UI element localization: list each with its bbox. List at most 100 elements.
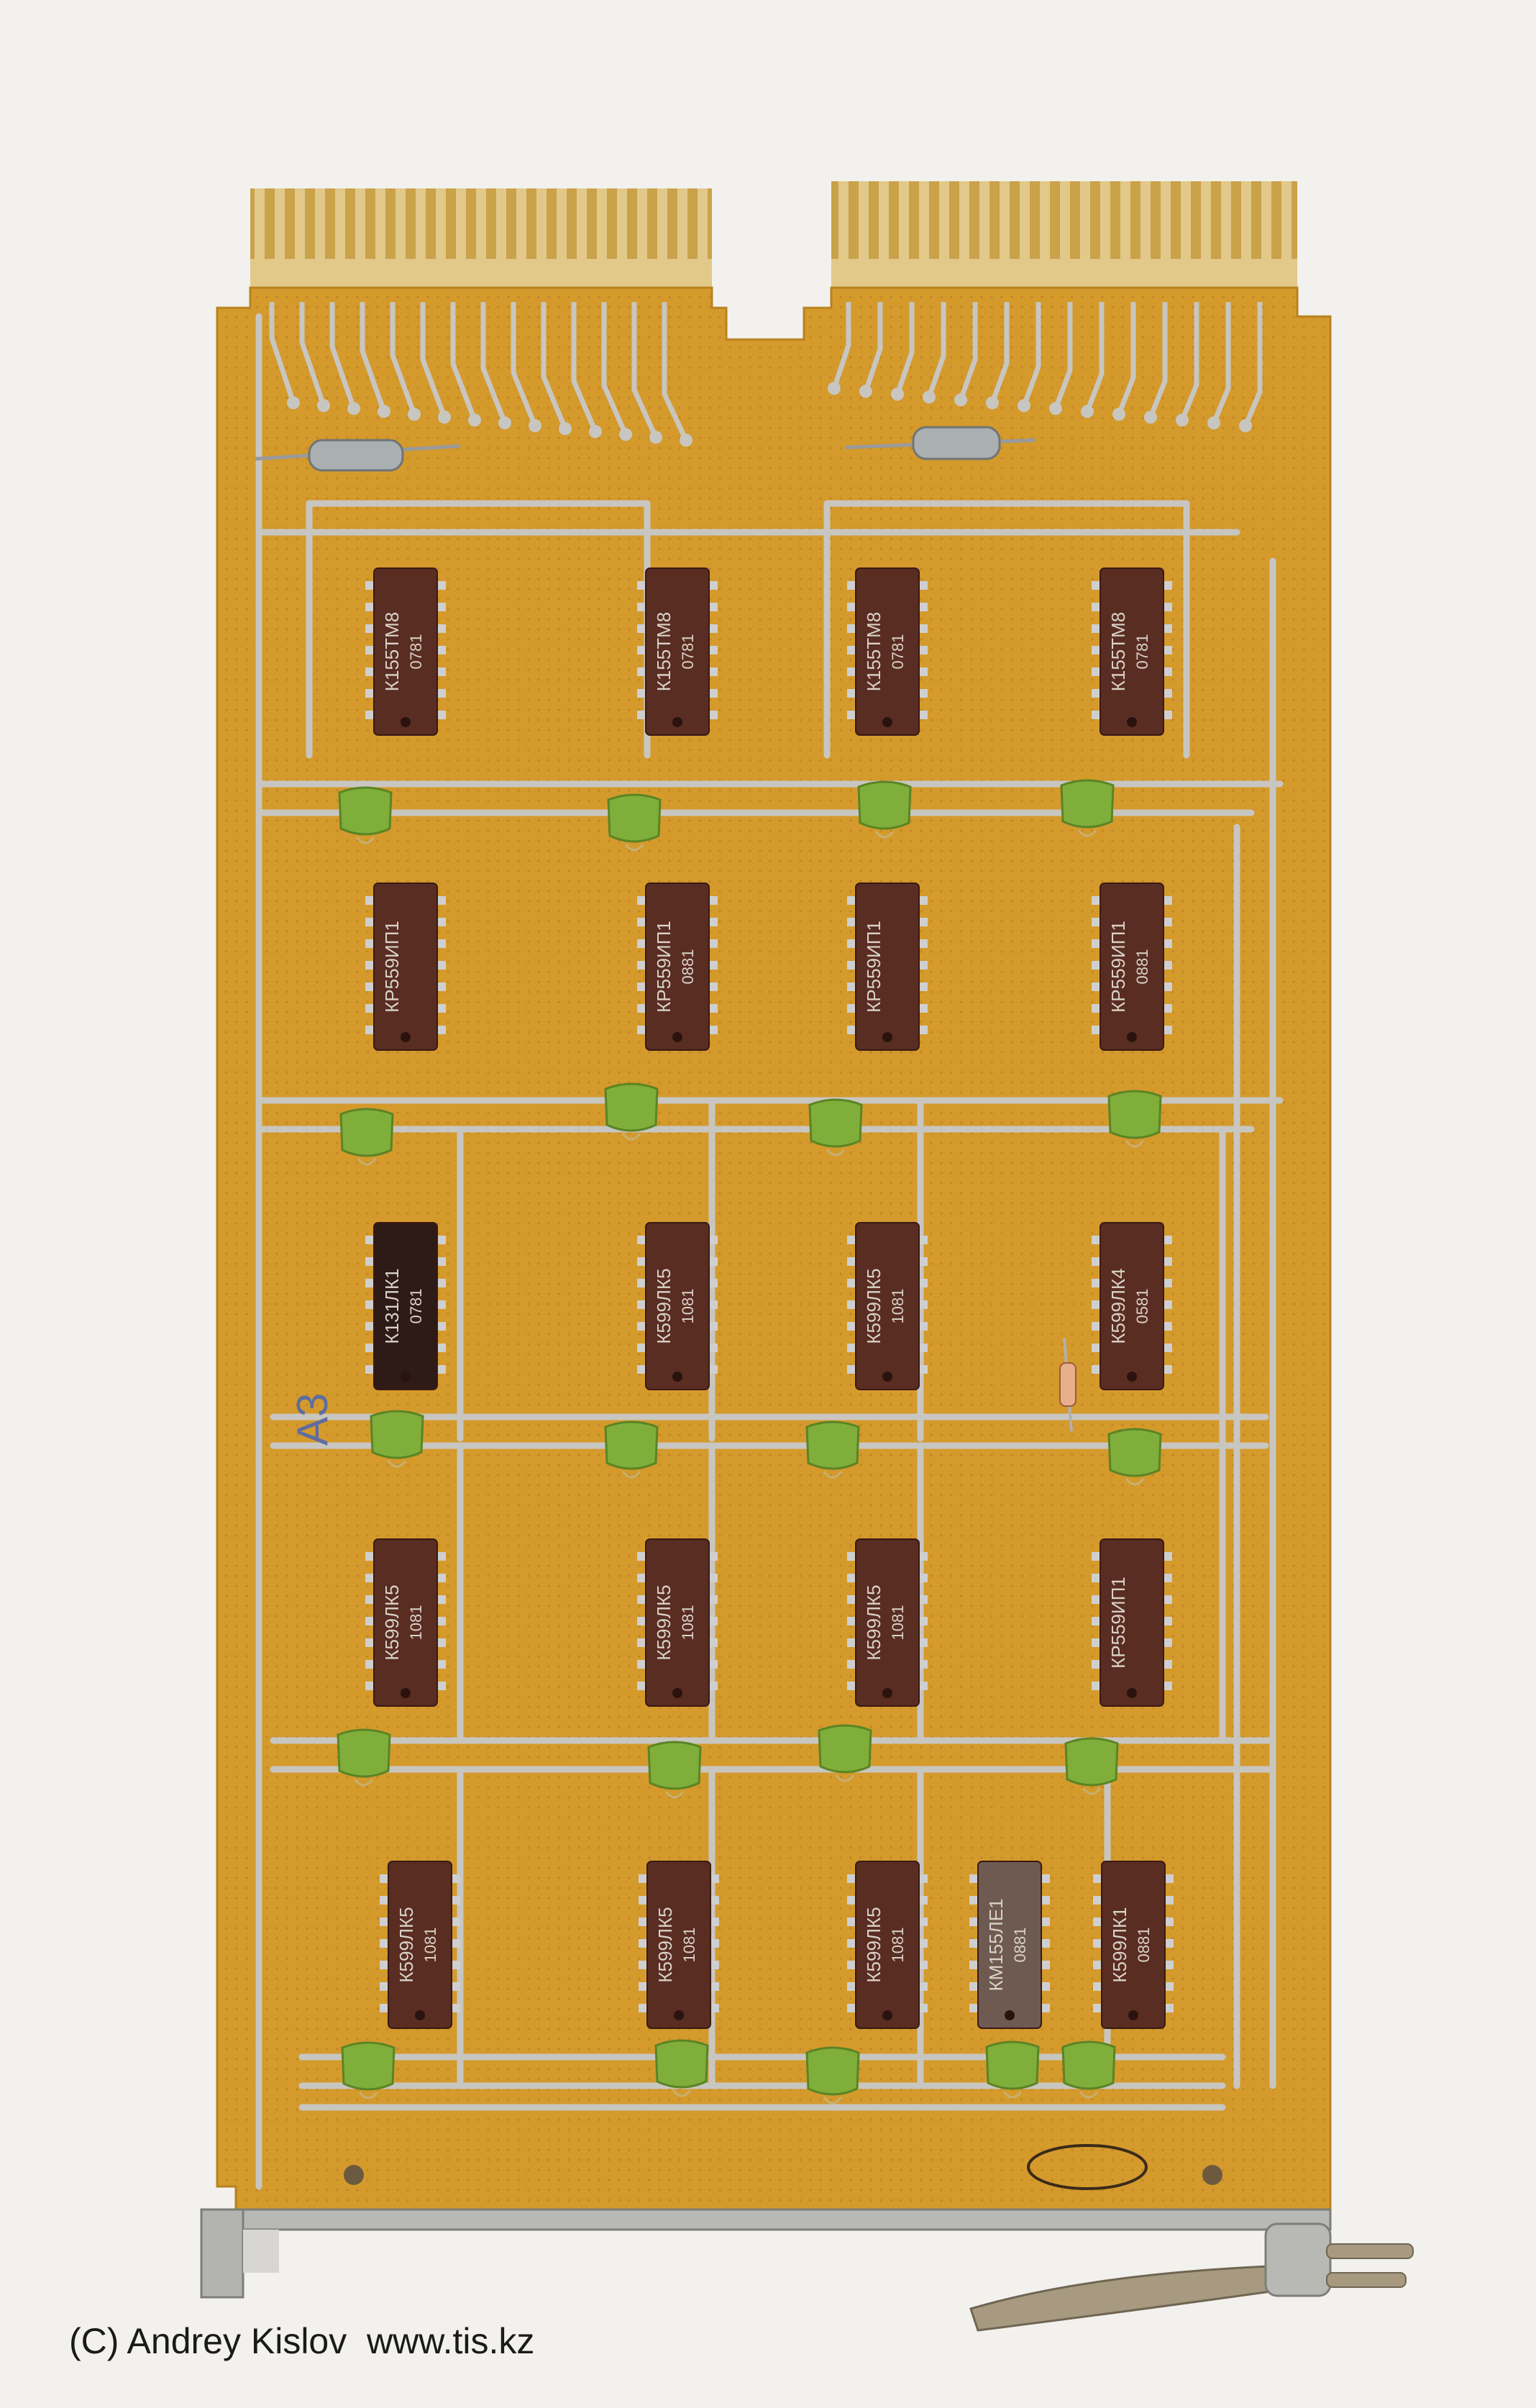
chip-pin (637, 1595, 647, 1604)
chip-pin (637, 1236, 647, 1244)
chip-pin (708, 667, 718, 676)
chip-pin (380, 1982, 390, 1991)
chip-notch (1127, 1032, 1137, 1042)
chip-pin (1092, 1322, 1102, 1331)
chip-body (1100, 567, 1164, 736)
chip-marking: К155ТМ8 (863, 612, 884, 692)
chip-pin (1092, 1257, 1102, 1266)
chip-pin (918, 689, 928, 698)
chip-pin (847, 1322, 857, 1331)
via-pad (649, 431, 662, 444)
ejector-handle (969, 2222, 1414, 2332)
chip-pin (365, 1322, 375, 1331)
chip-pin (1162, 624, 1172, 633)
chip-pin (380, 1917, 390, 1926)
chip-pin (436, 918, 446, 926)
chip-pin (365, 1279, 375, 1287)
chip-pin (365, 581, 375, 590)
trace (269, 302, 296, 404)
trace (1084, 302, 1105, 413)
chip-pin (1092, 1236, 1102, 1244)
chip-notch (672, 1032, 682, 1042)
chip-pin (637, 961, 647, 970)
chip-pin (969, 1896, 979, 1905)
chip-pin (436, 1617, 446, 1625)
chip-pin (1093, 1874, 1103, 1883)
chip-pin (637, 1279, 647, 1287)
chip-pin (1164, 1917, 1174, 1926)
chip-pin (1162, 1552, 1172, 1561)
via-pad (317, 399, 330, 412)
chip-pin (637, 1026, 647, 1034)
chip-pin (847, 1300, 857, 1309)
ceramic-capacitor (341, 2041, 396, 2099)
mounting-hole (1202, 2165, 1222, 2185)
ceramic-capacitor (647, 1741, 702, 1799)
ceramic-capacitor (985, 2040, 1040, 2099)
chip-pin (637, 1552, 647, 1561)
capacitor-lead (1079, 2091, 1099, 2099)
chip-pin (450, 1961, 460, 1969)
chip-pin (918, 624, 928, 633)
capacitor-lead (1125, 1140, 1145, 1148)
capacitor-body (337, 1728, 391, 1778)
capacitor-lead (1002, 2091, 1023, 2099)
trace (420, 302, 447, 419)
chip-pin (1040, 1961, 1050, 1969)
chip-pin (380, 1961, 390, 1969)
chip-pin (847, 1574, 857, 1582)
ic-chip: КР559ИП1 (1092, 1538, 1172, 1707)
chip-pin (1162, 961, 1172, 970)
ceramic-capacitor (337, 1728, 391, 1787)
chip-pin (708, 603, 718, 611)
via-pad (438, 411, 451, 424)
chip-pin (436, 1344, 446, 1352)
chip-pin (969, 1917, 979, 1926)
chip-pin (1162, 896, 1172, 905)
chip-marking: КМ155ЛЕ1 (985, 1898, 1007, 1991)
chip-body (855, 567, 920, 736)
chip-pin (1162, 1279, 1172, 1287)
chip-pin (1092, 918, 1102, 926)
chip-pin (847, 1552, 857, 1561)
chip-body (388, 1861, 452, 2029)
chip-pin (918, 1682, 928, 1690)
chip-pin (708, 646, 718, 655)
trace (480, 302, 508, 424)
chip-pin (365, 961, 375, 970)
chip-pin (637, 1574, 647, 1582)
chip-marking: К599ЛК1 (1109, 1907, 1130, 1982)
chip-pin (1162, 1365, 1172, 1374)
via-pad (468, 414, 481, 427)
chip-pin (1164, 1939, 1174, 1948)
chip-pin (918, 1552, 928, 1561)
chip-notch (1128, 2010, 1138, 2020)
ceramic-capacitor (1061, 2040, 1116, 2099)
trace (958, 302, 978, 401)
chip-body (373, 1538, 438, 1707)
chip-pin (708, 1322, 718, 1331)
chip-pin (436, 1004, 446, 1013)
chip-pin (708, 711, 718, 719)
ceramic-capacitor (1107, 1090, 1162, 1148)
chip-pin (918, 1982, 928, 1991)
chip-pin (365, 1236, 375, 1244)
chip-date-code: 0881 (1133, 949, 1151, 985)
via-pad (1081, 405, 1094, 418)
chip-pin (1093, 2004, 1103, 2012)
capacitor-body (370, 1410, 424, 1459)
chip-pin (918, 1917, 928, 1926)
chip-pin (1162, 603, 1172, 611)
chip-pin (637, 1682, 647, 1690)
capacitor-lead (357, 1158, 377, 1166)
capacitor-lead (664, 1791, 685, 1799)
chip-body (1101, 1861, 1166, 2029)
ceramic-capacitor (370, 1410, 424, 1468)
trace (329, 302, 357, 410)
capacitor-body (1107, 1428, 1162, 1477)
